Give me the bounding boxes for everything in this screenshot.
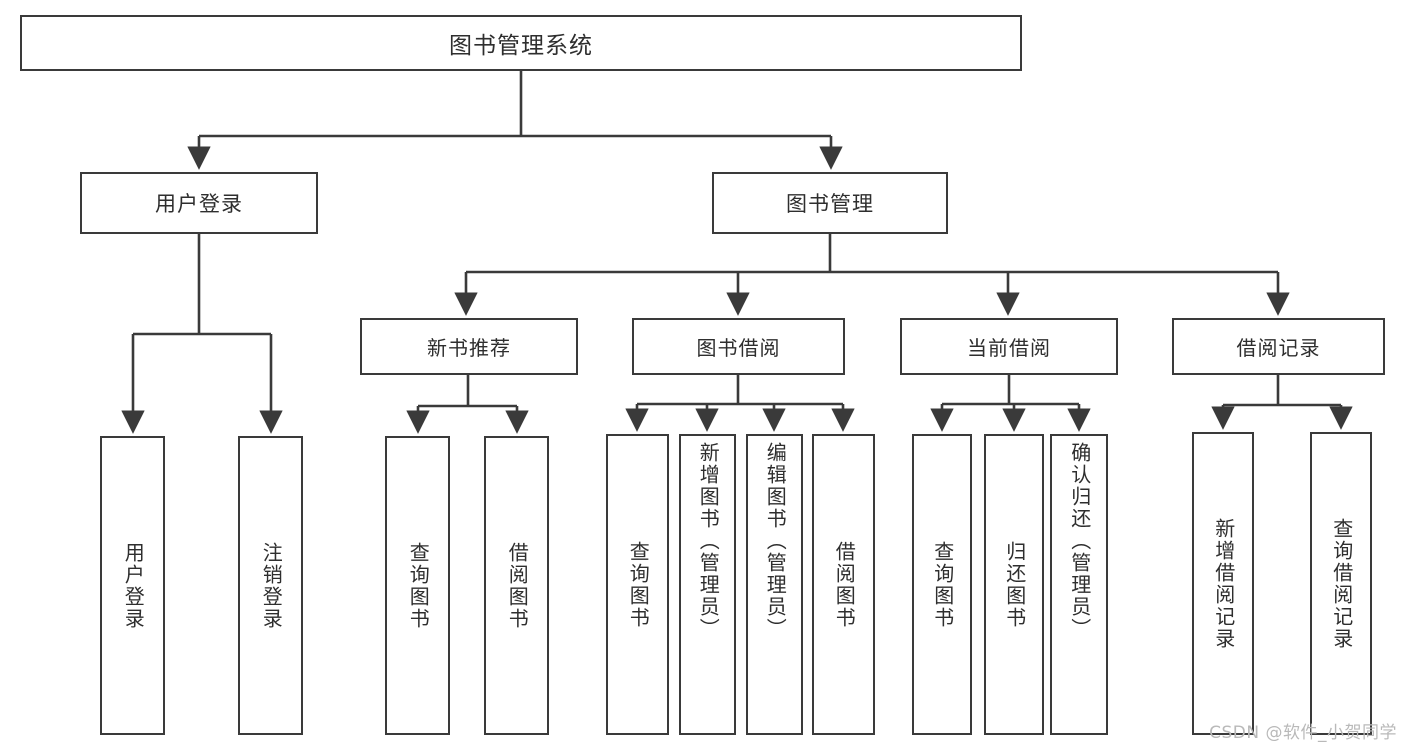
- node-current-borrow-label: 当前借阅: [967, 336, 1051, 360]
- node-leaf-rec-query-record-label: 查询借阅记录: [1329, 517, 1354, 650]
- node-leaf-rec-add-record[interactable]: 新增借阅记录: [1192, 432, 1254, 735]
- node-leaf-cur-return-book-label: 归还图书: [1002, 540, 1027, 629]
- node-leaf-borrow-borrow-book-label: 借阅图书: [832, 540, 857, 629]
- node-current-borrow[interactable]: 当前借阅: [900, 318, 1118, 375]
- node-leaf-rec-query-record[interactable]: 查询借阅记录: [1310, 432, 1372, 735]
- node-borrow-record-label: 借阅记录: [1236, 336, 1321, 360]
- node-leaf-rec-query-book[interactable]: 查询图书: [385, 436, 450, 735]
- node-new-book-recommend-label: 新书推荐: [427, 336, 511, 360]
- node-leaf-borrow-edit-book-label: 编辑图书（管理员）: [763, 442, 788, 640]
- node-leaf-cur-confirm-return[interactable]: 确认归还（管理员）: [1050, 434, 1108, 735]
- node-leaf-user-login[interactable]: 用户登录: [100, 436, 165, 735]
- node-user-login[interactable]: 用户登录: [80, 172, 318, 234]
- node-leaf-rec-add-record-label: 新增借阅记录: [1211, 517, 1236, 650]
- node-leaf-borrow-query-book-label: 查询图书: [626, 540, 651, 629]
- node-leaf-cur-query-book[interactable]: 查询图书: [912, 434, 972, 735]
- node-leaf-borrow-edit-book[interactable]: 编辑图书（管理员）: [746, 434, 803, 735]
- node-leaf-rec-borrow-book[interactable]: 借阅图书: [484, 436, 549, 735]
- node-root-label: 图书管理系统: [449, 33, 593, 59]
- node-borrow-record[interactable]: 借阅记录: [1172, 318, 1385, 375]
- node-leaf-rec-query-book-label: 查询图书: [406, 541, 431, 630]
- node-book-manage[interactable]: 图书管理: [712, 172, 948, 234]
- node-leaf-borrow-borrow-book[interactable]: 借阅图书: [812, 434, 875, 735]
- node-leaf-cur-query-book-label: 查询图书: [930, 540, 955, 629]
- node-leaf-user-logout[interactable]: 注销登录: [238, 436, 303, 735]
- csdn-watermark: CSDN @软件_小贺同学: [1209, 723, 1397, 743]
- node-leaf-borrow-add-book-label: 新增图书（管理员）: [696, 442, 721, 640]
- node-leaf-borrow-add-book[interactable]: 新增图书（管理员）: [679, 434, 736, 735]
- node-root[interactable]: 图书管理系统: [20, 15, 1022, 71]
- node-leaf-cur-confirm-return-label: 确认归还（管理员）: [1067, 442, 1092, 640]
- node-book-manage-label: 图书管理: [786, 192, 874, 216]
- node-leaf-cur-return-book[interactable]: 归还图书: [984, 434, 1044, 735]
- node-leaf-user-login-label: 用户登录: [121, 541, 146, 630]
- node-book-borrow[interactable]: 图书借阅: [632, 318, 845, 375]
- node-leaf-rec-borrow-book-label: 借阅图书: [505, 541, 530, 630]
- node-book-borrow-label: 图书借阅: [696, 336, 781, 360]
- node-leaf-user-logout-label: 注销登录: [259, 541, 284, 630]
- node-new-book-recommend[interactable]: 新书推荐: [360, 318, 578, 375]
- node-user-login-label: 用户登录: [155, 192, 243, 216]
- node-leaf-borrow-query-book[interactable]: 查询图书: [606, 434, 669, 735]
